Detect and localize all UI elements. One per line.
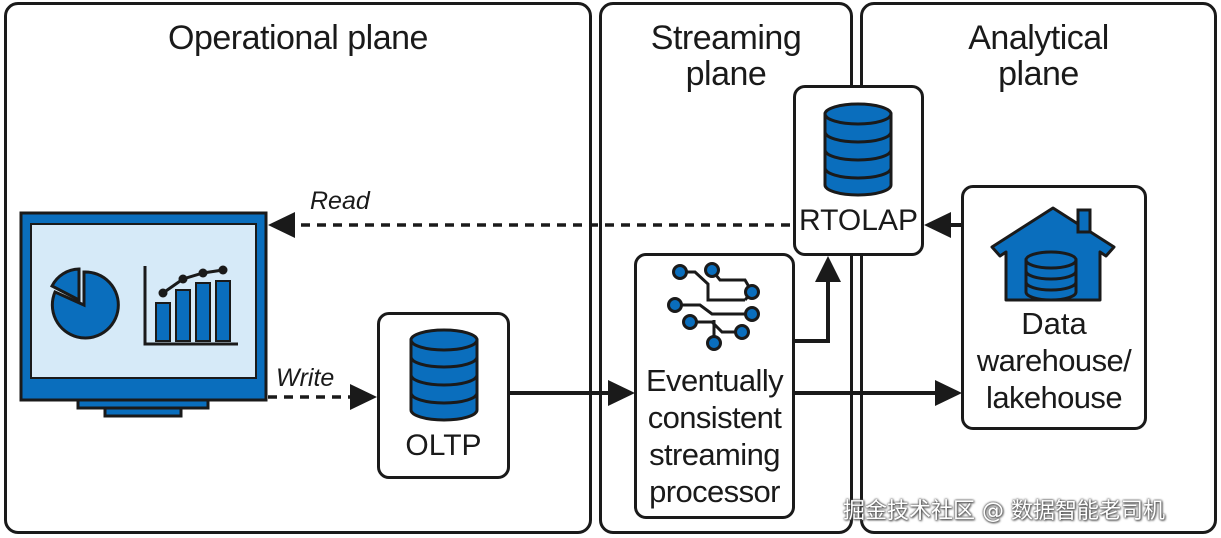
analytical-plane-title-line2: plane xyxy=(998,55,1079,93)
rtolap-label: RTOLAP xyxy=(799,204,918,237)
warehouse-label-line3: lakehouse xyxy=(986,380,1123,415)
neural-network-icon xyxy=(667,262,760,351)
processor-to-rtolap-arrow xyxy=(795,256,841,343)
rtolap-database-icon xyxy=(823,102,893,197)
pie-chart-icon xyxy=(49,267,120,340)
oltp-to-processor-arrow xyxy=(510,380,635,406)
operational-plane-title: Operational plane xyxy=(168,19,428,57)
house-database-icon xyxy=(990,206,1116,302)
processor-node: Eventually consistent streaming processo… xyxy=(634,253,795,519)
write-arrow xyxy=(268,384,377,410)
oltp-database-icon xyxy=(409,328,479,422)
warehouse-label-line1: Data xyxy=(1021,306,1087,341)
processor-label-line2: consistent xyxy=(647,400,782,435)
processor-to-warehouse-arrow xyxy=(795,380,962,406)
read-edge-label: Read xyxy=(310,187,370,215)
write-edge-label: Write xyxy=(276,364,335,392)
oltp-label: OLTP xyxy=(405,429,482,462)
processor-label-line4: processor xyxy=(649,474,780,509)
monitor-dashboard-icon xyxy=(19,211,268,418)
read-arrow xyxy=(268,212,790,238)
streaming-plane-title-line1: Streaming xyxy=(650,19,802,57)
processor-label-line1: Eventually xyxy=(645,363,784,398)
bar-chart-icon xyxy=(143,265,238,346)
warehouse-to-rtolap-arrow xyxy=(924,212,961,238)
warehouse-label-line2: warehouse/ xyxy=(976,343,1132,378)
analytical-plane-title-line1: Analytical xyxy=(968,19,1109,57)
streaming-plane-title-line2: plane xyxy=(685,55,767,93)
watermark-text: 掘金技术社区 @ 数据智能老司机 xyxy=(843,499,1165,524)
processor-label-line3: streaming xyxy=(649,437,780,472)
